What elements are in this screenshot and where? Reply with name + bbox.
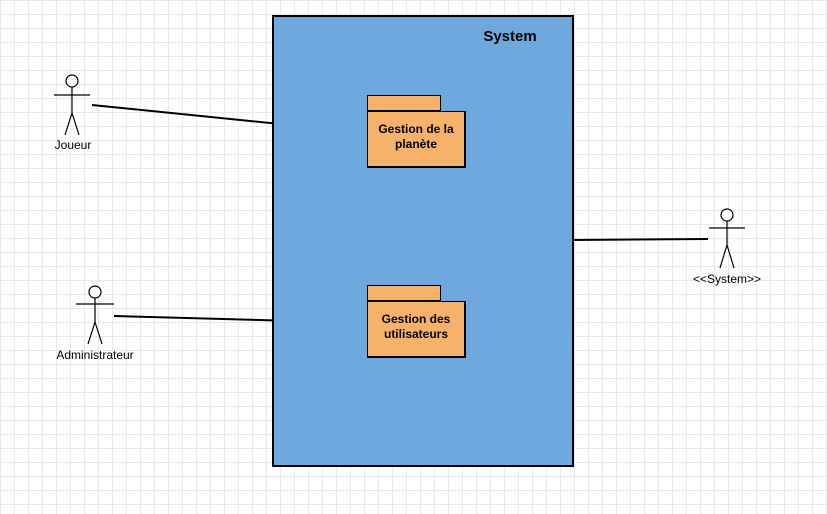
system-title: System <box>483 28 537 45</box>
actor-joueur-figure[interactable] <box>54 74 90 136</box>
package-label: Gestion de la planète <box>378 122 454 151</box>
actor-joueur-label: Joueur <box>54 138 92 152</box>
actor-system-figure[interactable] <box>709 208 745 269</box>
package-gestion-utilisateurs[interactable]: Gestion des utilisateurs <box>367 285 469 361</box>
package-gestion-planete[interactable]: Gestion de la planète <box>367 95 469 171</box>
system-boundary[interactable] <box>272 15 574 467</box>
package-tab <box>367 285 441 301</box>
package-label: Gestion des utilisateurs <box>381 312 451 341</box>
package-tab <box>367 95 441 111</box>
package-body: Gestion des utilisateurs <box>367 301 466 358</box>
actor-administrateur-label: Administrateur <box>56 348 134 362</box>
actor-system-label: <<System>> <box>692 272 762 286</box>
package-body: Gestion de la planète <box>367 111 466 168</box>
actor-administrateur-figure[interactable] <box>76 285 114 345</box>
association-system-actor[interactable] <box>571 238 709 241</box>
